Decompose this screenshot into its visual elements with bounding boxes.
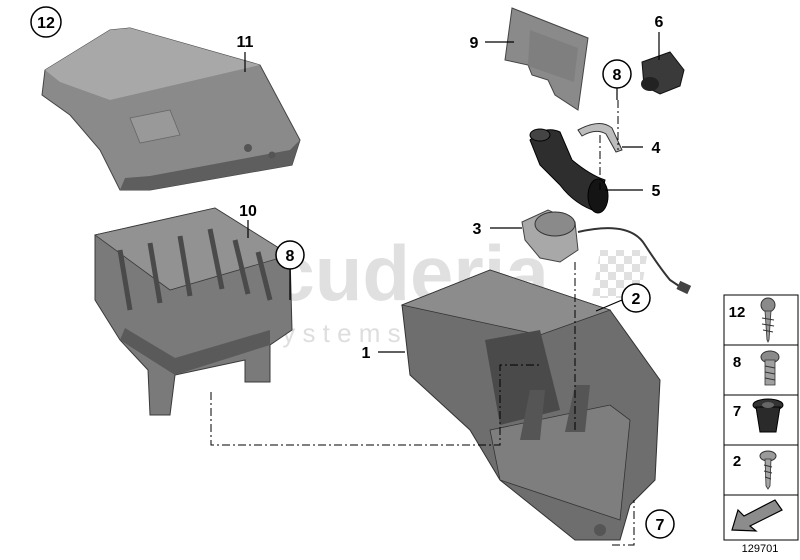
leader-lines bbox=[244, 32, 660, 353]
callout-circle-12 bbox=[30, 6, 62, 38]
self-tapping-screw-icon bbox=[760, 297, 776, 343]
callout-3: 3 bbox=[473, 221, 482, 238]
callout-circle-2 bbox=[621, 283, 651, 313]
callout-11: 11 bbox=[237, 34, 254, 51]
phillips-screw-icon bbox=[759, 450, 777, 490]
callouts: 12 11 10 8 9 6 8 4 5 3 1 2 7 bbox=[30, 6, 675, 539]
part-9-panel bbox=[504, 7, 589, 111]
legend-label-7: 7 bbox=[733, 403, 741, 420]
part-11-cover bbox=[41, 27, 301, 191]
part-5-hose bbox=[529, 128, 609, 214]
callout-10: 10 bbox=[239, 203, 257, 220]
callout-circle-7 bbox=[645, 509, 675, 539]
callout-8b: 8 bbox=[286, 248, 295, 265]
callout-6: 6 bbox=[655, 14, 664, 31]
callout-circle-8b bbox=[275, 240, 305, 270]
part-4-clip bbox=[577, 123, 623, 153]
torx-bolt-icon bbox=[760, 350, 780, 386]
document-number: 129701 bbox=[742, 543, 779, 555]
legend-label-2: 2 bbox=[733, 453, 741, 470]
legend-label-12: 12 bbox=[729, 304, 746, 321]
rubber-grommet-icon bbox=[752, 398, 784, 433]
callout-8a: 8 bbox=[613, 67, 622, 84]
callout-9: 9 bbox=[470, 35, 479, 52]
callout-12: 12 bbox=[37, 15, 55, 32]
part-1-housing bbox=[400, 269, 661, 541]
direction-arrow-icon bbox=[731, 499, 783, 532]
callout-7: 7 bbox=[656, 517, 665, 534]
callout-5: 5 bbox=[652, 183, 661, 200]
callout-2: 2 bbox=[632, 291, 641, 308]
hardware-legend: 12 8 7 2 129701 bbox=[723, 294, 799, 555]
callout-circle-8a bbox=[602, 59, 632, 89]
legend-label-8: 8 bbox=[733, 354, 741, 371]
legend-cell-8 bbox=[723, 344, 799, 396]
part-10-fuse-carrier bbox=[94, 207, 293, 416]
part-6-grommet bbox=[641, 51, 685, 95]
part-3-sensor bbox=[521, 209, 692, 295]
assembly-lines bbox=[210, 100, 635, 546]
callout-4: 4 bbox=[652, 140, 661, 157]
callout-1: 1 bbox=[362, 345, 371, 362]
